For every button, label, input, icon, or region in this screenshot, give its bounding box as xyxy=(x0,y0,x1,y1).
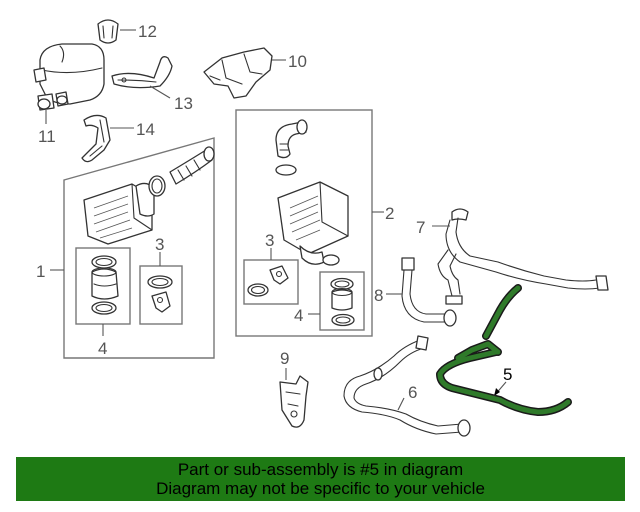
callout-2: 2 xyxy=(385,204,394,223)
callout-6: 6 xyxy=(408,383,417,402)
banner-line-1: Part or sub-assembly is #5 in diagram xyxy=(177,460,464,479)
hose-segment xyxy=(483,285,521,339)
part-6-pipe[interactable]: 6 xyxy=(343,335,471,437)
callout-9: 9 xyxy=(280,349,289,368)
callout-7: 7 xyxy=(416,218,425,237)
callout-3a: 3 xyxy=(155,235,164,254)
parts-diagram: 12 11 13 14 10 xyxy=(33,19,609,437)
callout-4a: 4 xyxy=(98,339,107,358)
part-12-cap[interactable]: 12 xyxy=(97,19,157,44)
info-banner: Part or sub-assembly is #5 in diagram Di… xyxy=(16,457,625,501)
callout-11: 11 xyxy=(38,127,56,146)
part-13-bracket[interactable]: 13 xyxy=(111,56,193,113)
callout-14: 14 xyxy=(136,120,155,139)
group-2-turbo-intercooler-assembly[interactable]: 3 4 2 xyxy=(235,109,394,337)
callout-1: 1 xyxy=(36,262,45,281)
part-5-coolant-hose-highlighted[interactable]: 5 xyxy=(436,284,572,416)
banner-line-2: Diagram may not be specific to your vehi… xyxy=(156,479,485,498)
callout-4b: 4 xyxy=(294,306,303,325)
hose-segment xyxy=(437,349,571,415)
callout-10: 10 xyxy=(288,52,307,71)
callout-8: 8 xyxy=(374,286,383,305)
callout-13: 13 xyxy=(174,94,193,113)
part-11-expansion-tank[interactable]: 11 xyxy=(33,43,105,146)
group-1-intercooler-assembly[interactable]: 1 4 3 xyxy=(36,137,215,359)
hose-segment xyxy=(455,341,501,361)
part-8-hose[interactable]: 8 xyxy=(374,257,457,327)
part-7-coolant-hose[interactable]: 7 xyxy=(416,208,609,305)
part-10-mount-bracket[interactable]: 10 xyxy=(203,47,307,99)
callout-5: 5 xyxy=(503,365,512,384)
callout-3b: 3 xyxy=(265,231,274,250)
part-9-bracket[interactable]: 9 xyxy=(279,349,309,428)
callout-12: 12 xyxy=(138,22,157,41)
part-14-hose-bracket[interactable]: 14 xyxy=(81,114,155,163)
